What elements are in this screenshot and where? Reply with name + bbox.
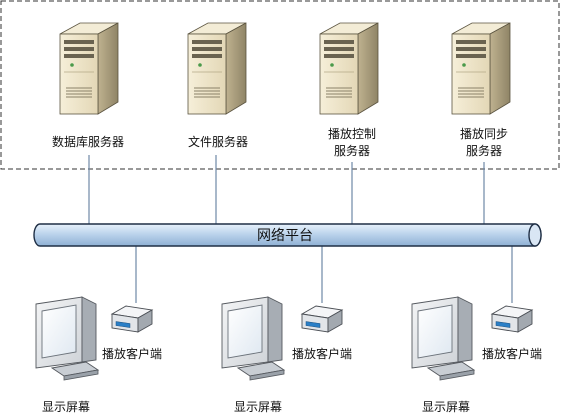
server-tower-icon bbox=[59, 22, 119, 115]
server-label: 文件服务器 bbox=[188, 134, 248, 149]
server-label: 播放同步 bbox=[460, 126, 508, 141]
client-group-3: 播放客户端 显示屏幕 bbox=[411, 296, 542, 414]
server-playback-sync: 播放同步 服务器 bbox=[451, 22, 511, 158]
client-box-icon bbox=[301, 305, 343, 333]
client-label: 播放客户端 bbox=[292, 346, 352, 361]
server-database: 数据库服务器 bbox=[52, 22, 124, 149]
server-tower-icon bbox=[451, 22, 511, 115]
server-label: 数据库服务器 bbox=[52, 134, 124, 149]
network-bus-label: 网络平台 bbox=[257, 228, 313, 244]
client-label: 播放客户端 bbox=[102, 346, 162, 361]
server-zone-border bbox=[0, 0, 560, 170]
crt-monitor-icon bbox=[221, 296, 285, 381]
server-label: 播放控制 bbox=[328, 126, 376, 141]
server-label: 服务器 bbox=[334, 143, 370, 158]
server-label: 服务器 bbox=[466, 143, 502, 158]
server-file: 文件服务器 bbox=[187, 22, 248, 149]
monitor-label: 显示屏幕 bbox=[422, 400, 470, 414]
client-box-icon bbox=[111, 305, 153, 333]
monitor-label: 显示屏幕 bbox=[234, 400, 282, 414]
server-tower-icon bbox=[187, 22, 247, 115]
client-box-icon bbox=[491, 305, 533, 333]
client-label: 播放客户端 bbox=[482, 346, 542, 361]
server-playback-control: 播放控制 服务器 bbox=[319, 22, 379, 158]
server-tower-icon bbox=[319, 22, 379, 115]
network-bus: 网络平台 bbox=[33, 223, 542, 247]
client-group-1: 播放客户端 显示屏幕 bbox=[35, 296, 162, 414]
monitor-label: 显示屏幕 bbox=[42, 400, 90, 414]
client-group-2: 播放客户端 显示屏幕 bbox=[221, 296, 352, 414]
crt-monitor-icon bbox=[411, 296, 475, 381]
crt-monitor-icon bbox=[35, 296, 99, 381]
